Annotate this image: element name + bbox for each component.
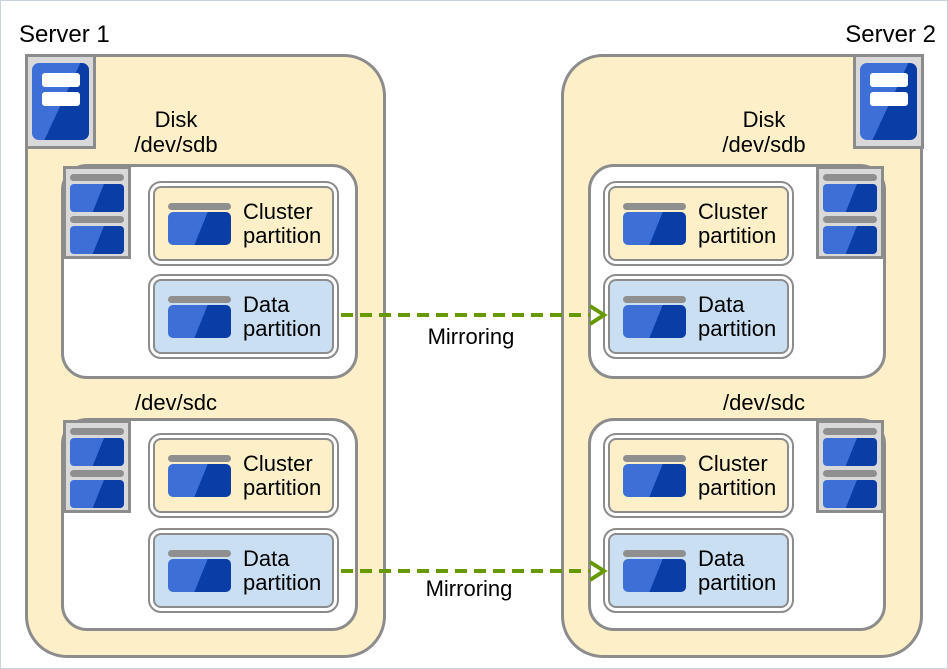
server2-icon (853, 54, 924, 149)
disk-icon (168, 454, 231, 497)
server1-sdb-title: Disk /dev/sdb (101, 107, 251, 157)
server-tower-icon (860, 63, 917, 140)
server2-title: Server 2 (845, 21, 936, 48)
mirroring-label-sdb: Mirroring (427, 324, 515, 349)
server-tower-icon (32, 63, 89, 140)
partition-label: Cluster partition (698, 450, 777, 500)
disk-stack-icon (63, 166, 131, 259)
disk-word: Disk (742, 107, 786, 132)
disk-icon (168, 202, 231, 245)
server1-icon (25, 54, 96, 149)
partition-label: Data partition (243, 545, 322, 595)
disk-icon (623, 295, 686, 338)
partition-label: Data partition (243, 291, 322, 341)
disk-stack-icon (63, 420, 131, 513)
partition-label: Cluster partition (243, 450, 322, 500)
server2-sdc-title: /dev/sdc (689, 390, 839, 415)
disk-icon (623, 202, 686, 245)
disk-device-path: /dev/sdc (723, 390, 805, 415)
disk-icon (623, 454, 686, 497)
server1-title: Server 1 (19, 21, 110, 48)
disk-icon (168, 549, 231, 592)
disk-stack-icon (816, 420, 884, 513)
server2-sdb-title: Disk /dev/sdb (689, 107, 839, 157)
partition-label: Cluster partition (243, 198, 322, 248)
disk-icon (623, 549, 686, 592)
server2-sdb-cluster-partition: Cluster partition (603, 181, 794, 266)
partition-label: Data partition (698, 291, 777, 341)
disk-stack-icon (816, 166, 884, 259)
server1-sdc-title: /dev/sdc (101, 390, 251, 415)
disk-icon (168, 295, 231, 338)
partition-label: Cluster partition (698, 198, 777, 248)
server2-sdc-data-partition: Data partition (603, 528, 794, 613)
server1-sdc-data-partition: Data partition (148, 528, 339, 613)
disk-device-path: /dev/sdb (134, 132, 218, 157)
server1-sdb-data-partition: Data partition (148, 274, 339, 359)
disk-word: Disk (154, 107, 198, 132)
mirroring-label-sdc: Mirroring (425, 576, 513, 601)
partition-label: Data partition (698, 545, 777, 595)
disk-device-path: /dev/sdc (135, 390, 217, 415)
server2-sdc-cluster-partition: Cluster partition (603, 433, 794, 518)
disk-device-path: /dev/sdb (722, 132, 806, 157)
server1-sdb-cluster-partition: Cluster partition (148, 181, 339, 266)
server1-sdc-cluster-partition: Cluster partition (148, 433, 339, 518)
server2-sdb-data-partition: Data partition (603, 274, 794, 359)
